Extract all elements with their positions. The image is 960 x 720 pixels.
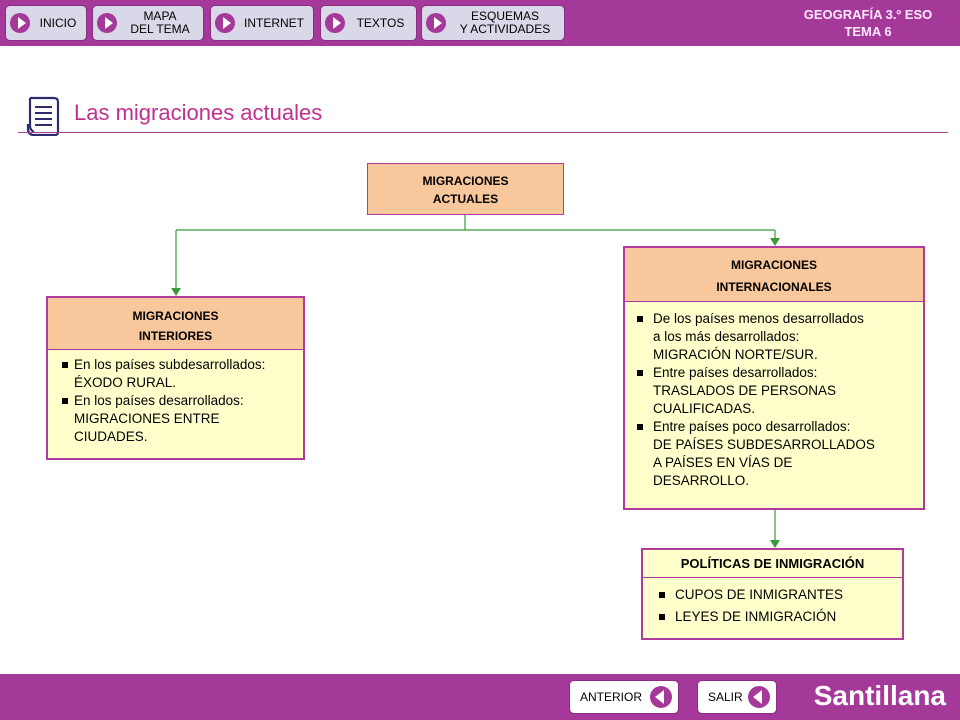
nav-textos-button[interactable]: TEXTOS — [320, 5, 417, 41]
nav-mapa-label: MAPA DEL TEMA — [117, 10, 203, 36]
node-migraciones-internacionales: MIGRACIONES INTERNACIONALES De los paíse… — [623, 246, 925, 510]
item-line: DESARROLLO. — [653, 473, 750, 488]
node-bullet-list: De los países menos desarrollados a los … — [625, 302, 923, 490]
list-item: Entre países poco desarrollados: DE PAÍS… — [633, 418, 923, 490]
arrowhead-politicas — [770, 540, 780, 548]
santillana-logo: Santillana — [813, 680, 946, 711]
node-title-line1: MIGRACIONES — [730, 258, 817, 272]
node-politicas-inmigracion: POLÍTICAS DE INMIGRACIÓN CUPOS DE INMIGR… — [641, 548, 904, 640]
node-header: POLÍTICAS DE INMIGRACIÓN — [643, 550, 902, 578]
item-line: CUALIFICADAS. — [653, 401, 756, 416]
item-line-justified: A PAÍSES EN VÍAS DE — [653, 454, 921, 472]
item-line: MIGRACIÓN NORTE/SUR. — [653, 347, 818, 362]
salir-label: SALIR — [708, 690, 743, 704]
node-bullet-list: En los países subdesarrollados: ÉXODO RU… — [48, 350, 303, 446]
title-divider — [18, 132, 948, 133]
node-header: MIGRACIONES INTERIORES — [48, 298, 303, 350]
play-icon — [215, 13, 235, 33]
node-header: MIGRACIONES ACTUALES — [368, 164, 563, 208]
item-line: MIGRACIONES ENTRE — [74, 411, 220, 426]
play-icon — [97, 13, 117, 33]
list-item: En los países subdesarrollados: ÉXODO RU… — [60, 356, 303, 392]
course-label: GEOGRAFÍA 3.º ESO TEMA 6 — [788, 6, 948, 40]
nav-mapa-line2: DEL TEMA — [130, 22, 190, 36]
item-line: ÉXODO RURAL. — [74, 375, 177, 390]
item-line: TRASLADOS DE PERSONAS — [653, 383, 837, 398]
nav-internet-button[interactable]: INTERNET — [210, 5, 314, 41]
node-title-line1: MIGRACIONES — [422, 174, 509, 188]
item-line: CIUDADES. — [74, 429, 148, 444]
nav-esquemas-button[interactable]: ESQUEMAS Y ACTIVIDADES — [421, 5, 565, 41]
item-line: Entre países desarrollados: — [653, 365, 818, 380]
node-migraciones-interiores: MIGRACIONES INTERIORES En los países sub… — [46, 296, 305, 460]
back-arrow-icon — [748, 686, 770, 708]
list-item: CUPOS DE INMIGRANTES — [655, 584, 902, 606]
node-bullet-list: CUPOS DE INMIGRANTES LEYES DE INMIGRACIÓ… — [643, 578, 902, 628]
play-icon — [10, 13, 30, 33]
item-line: DE PAÍSES SUBDESARROLLADOS — [653, 437, 875, 452]
item-line: De los países menos desarrollados — [653, 311, 864, 326]
arrowhead-internacionales — [770, 238, 780, 246]
node-header: MIGRACIONES INTERNACIONALES — [625, 248, 923, 302]
node-migraciones-actuales: MIGRACIONES ACTUALES — [367, 163, 564, 215]
item-line-part: A PAÍSES EN VÍAS — [653, 455, 770, 470]
list-item: LEYES DE INMIGRACIÓN — [655, 606, 902, 628]
node-title-line2: INTERIORES — [138, 329, 213, 343]
item-line: En los países subdesarrollados: — [74, 357, 266, 372]
bottom-nav-bar: ANTERIOR SALIR Santillana — [0, 674, 960, 720]
node-title-line2: INTERNACIONALES — [716, 280, 832, 294]
anterior-button[interactable]: ANTERIOR — [569, 680, 679, 714]
item-line: a los más desarrollados: — [653, 329, 800, 344]
top-nav-bar: INICIO MAPA DEL TEMA INTERNET TEXTOS ESQ… — [0, 0, 960, 46]
nav-esquemas-line2: Y ACTIVIDADES — [459, 22, 551, 36]
node-title-line2: ACTUALES — [432, 192, 499, 206]
nav-inicio-label: INICIO — [39, 15, 77, 30]
salir-button[interactable]: SALIR — [697, 680, 777, 714]
list-item: Entre países desarrollados: TRASLADOS DE… — [633, 364, 923, 418]
item-line: En los países desarrollados: — [74, 393, 244, 408]
nav-mapa-button[interactable]: MAPA DEL TEMA — [92, 5, 204, 41]
nav-inicio-button[interactable]: INICIO — [5, 5, 87, 41]
nav-textos-label: TEXTOS — [356, 15, 405, 30]
nav-mapa-line1: MAPA — [143, 9, 177, 23]
page-title: Las migraciones actuales — [74, 100, 323, 125]
nav-internet-label: INTERNET — [244, 15, 304, 30]
play-icon — [325, 13, 345, 33]
item-line: Entre países poco desarrollados: — [653, 419, 851, 434]
node-title-line1: MIGRACIONES — [132, 309, 219, 323]
document-icon — [26, 96, 60, 136]
play-icon — [426, 13, 446, 33]
anterior-label: ANTERIOR — [580, 690, 643, 704]
item-line-part: DE — [773, 455, 793, 470]
list-item: De los países menos desarrollados a los … — [633, 310, 923, 364]
list-item: En los países desarrollados: MIGRACIONES… — [60, 392, 303, 446]
course-unit: TEMA 6 — [844, 24, 892, 39]
nav-esquemas-label: ESQUEMAS Y ACTIVIDADES — [446, 10, 564, 36]
arrowhead-interiores — [171, 288, 181, 296]
back-arrow-icon — [650, 686, 672, 708]
course-subject: GEOGRAFÍA 3.º ESO — [803, 7, 933, 22]
nav-esquemas-line1: ESQUEMAS — [470, 9, 539, 23]
